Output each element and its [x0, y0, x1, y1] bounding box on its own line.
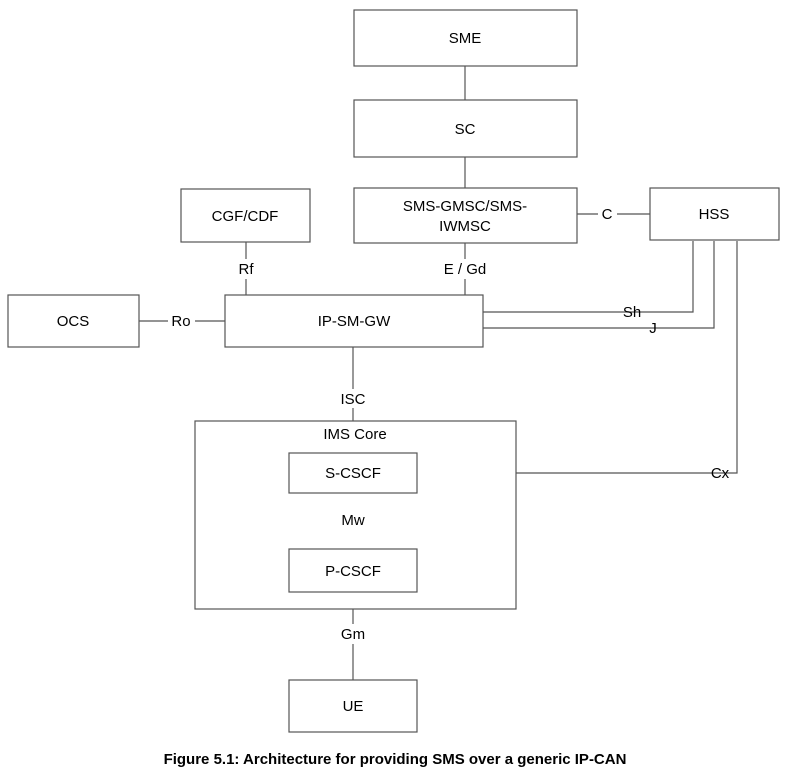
- interface-sh-label: Sh: [623, 304, 641, 321]
- node-sc: SC: [353, 99, 578, 158]
- interface-mw-label: Mw: [341, 512, 364, 529]
- interface-ro-label: Ro: [171, 313, 190, 330]
- interface-gm-label: Gm: [341, 626, 365, 643]
- node-ue: UE: [288, 679, 418, 733]
- node-ocs: OCS: [7, 294, 140, 348]
- interface-egd-label: E / Gd: [444, 261, 487, 278]
- ims-core-label: IMS Core: [323, 426, 386, 443]
- interface-c-label: C: [602, 206, 613, 223]
- node-ip-sm-gw: IP-SM-GW: [224, 294, 484, 348]
- node-ue-label: UE: [343, 698, 364, 715]
- node-sc-label: SC: [455, 121, 476, 138]
- node-cgf-cdf-label: CGF/CDF: [212, 208, 279, 225]
- node-s-cscf: S-CSCF: [288, 452, 418, 494]
- interface-rf-label: Rf: [239, 261, 255, 278]
- node-s-cscf-label: S-CSCF: [325, 465, 381, 482]
- interface-j-label: J: [649, 320, 657, 337]
- node-sms-gmsc-label-line1: SMS-GMSC/SMS-: [403, 198, 527, 215]
- figure-caption: Figure 5.1: Architecture for providing S…: [164, 751, 627, 768]
- node-sms-gmsc-label-line2: IWMSC: [439, 218, 491, 235]
- node-sme: SME: [353, 9, 578, 67]
- interface-cx-label: Cx: [711, 465, 730, 482]
- line-j: [483, 241, 715, 329]
- node-sme-label: SME: [449, 30, 482, 47]
- node-hss-label: HSS: [699, 206, 730, 223]
- line-cx: [417, 241, 738, 474]
- node-sms-gmsc: SMS-GMSC/SMS- IWMSC: [353, 187, 578, 244]
- node-p-cscf: P-CSCF: [288, 548, 418, 593]
- ims-core-label-bg: [314, 425, 396, 443]
- node-p-cscf-label: P-CSCF: [325, 563, 381, 580]
- node-hss: HSS: [649, 187, 780, 241]
- node-cgf-cdf: CGF/CDF: [180, 188, 311, 243]
- interface-isc-label: ISC: [340, 391, 365, 408]
- line-sh: [483, 241, 694, 313]
- node-ip-sm-gw-label: IP-SM-GW: [318, 313, 391, 330]
- connections: [139, 66, 738, 680]
- node-ocs-label: OCS: [57, 313, 90, 330]
